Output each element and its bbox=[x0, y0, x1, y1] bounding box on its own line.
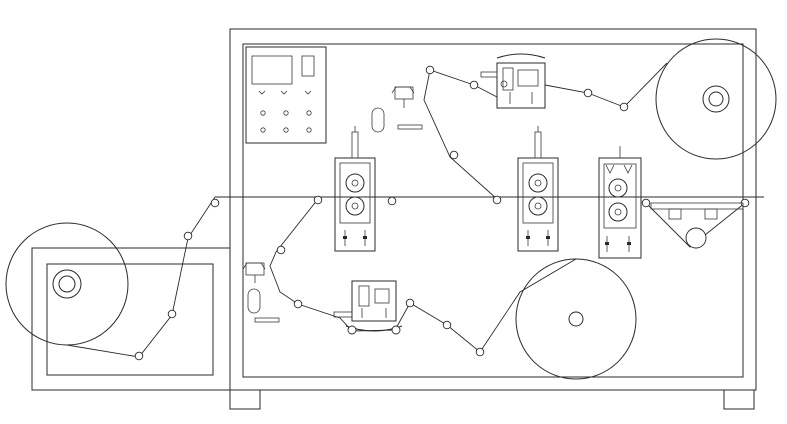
rewind-roll-bottom-right bbox=[515, 258, 637, 380]
sensor-bottom bbox=[242, 262, 280, 323]
feet bbox=[229, 389, 755, 410]
laminating-unit-bottom bbox=[333, 280, 403, 335]
die-station-3 bbox=[598, 146, 642, 259]
main-frame bbox=[229, 28, 757, 391]
laminating-unit-top bbox=[480, 53, 546, 109]
die-station-1 bbox=[334, 126, 376, 252]
die-station-2 bbox=[517, 126, 559, 252]
control-panel bbox=[245, 46, 327, 144]
panel-indicators bbox=[258, 90, 312, 95]
idler-rollers bbox=[134, 65, 750, 361]
unwind-roll-left bbox=[5, 222, 129, 346]
slitter-bar bbox=[650, 202, 744, 220]
rewind-roll-top-right bbox=[655, 38, 777, 160]
left-cabinet bbox=[31, 247, 231, 391]
sensor-top bbox=[371, 86, 423, 133]
panel-buttons bbox=[260, 110, 312, 133]
